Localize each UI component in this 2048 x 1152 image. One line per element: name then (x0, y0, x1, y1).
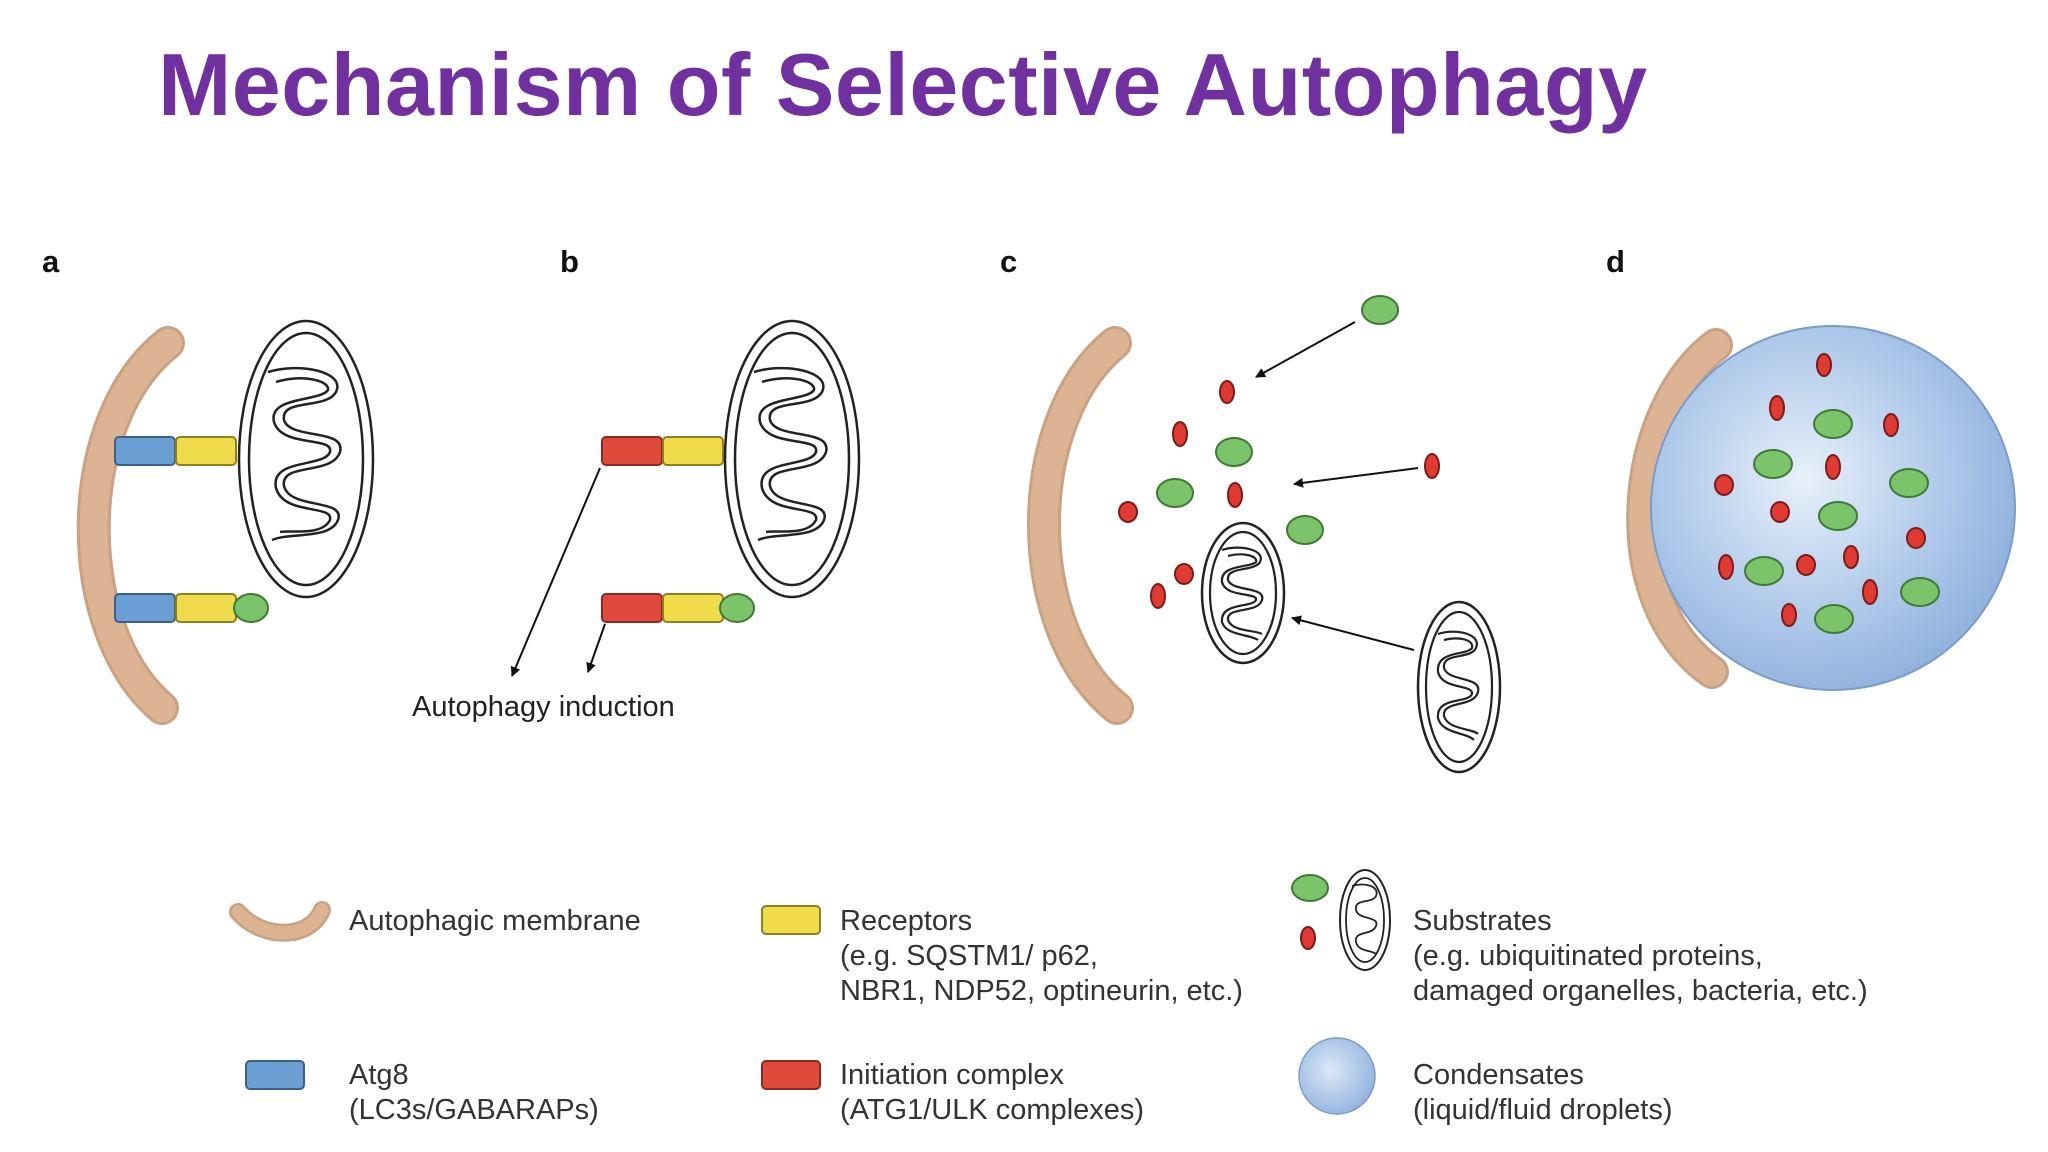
substrate-protein (1361, 295, 1399, 325)
substrate-protein (1889, 468, 1929, 498)
arrow-icon (510, 467, 601, 677)
substrate-protein (1174, 563, 1194, 585)
arrow-icon (586, 623, 606, 673)
substrate-protein (1744, 556, 1784, 586)
substrate-protein (1215, 437, 1253, 467)
substrate-protein (1118, 501, 1138, 523)
atg8-block (114, 593, 176, 623)
legend-substrates-examples: (e.g. ubiquitinated proteins, (1413, 940, 1763, 972)
substrate-protein (1718, 554, 1734, 580)
atg8-block (114, 436, 176, 466)
substrate-protein-icon (1300, 926, 1316, 950)
panel-label-c: c (1000, 244, 1017, 279)
legend-initiation-examples: (ATG1/ULK complexes) (840, 1094, 1144, 1126)
substrate-protein (1818, 501, 1858, 531)
initiation-complex-icon (761, 1060, 821, 1090)
substrate-protein (1816, 353, 1832, 377)
substrate-protein (1900, 577, 1940, 607)
substrate-protein (1150, 583, 1166, 609)
substrate-protein (719, 593, 755, 623)
legend-condensates-label: Condensates (1413, 1059, 1584, 1091)
substrate-protein (1172, 421, 1188, 447)
substrate-protein (1424, 453, 1440, 479)
receptor-block (175, 436, 237, 466)
substrate-protein (1883, 413, 1899, 437)
arrow-icon (1255, 321, 1356, 378)
legend-receptors-examples-cont: NBR1, NDP52, optineurin, etc.) (840, 975, 1243, 1007)
panel-label-b: b (560, 244, 579, 279)
substrate-protein (1781, 603, 1797, 627)
legend: Autophagic membrane Receptors (e.g. SQST… (229, 869, 1868, 1126)
substrate-protein (1770, 501, 1790, 523)
substrate-protein (233, 593, 269, 623)
receptor-block (662, 593, 724, 623)
legend-condensates-examples: (liquid/fluid droplets) (1413, 1094, 1673, 1126)
initiation-complex-block (601, 593, 663, 623)
substrate-protein (1286, 515, 1324, 545)
autophagy-induction-caption: Autophagy induction (412, 691, 675, 723)
legend-receptors-examples: (e.g. SQSTM1/ p62, (840, 940, 1098, 972)
legend-atg8-examples: (LC3s/GABARAPs) (349, 1094, 599, 1126)
substrate-protein (1813, 409, 1853, 439)
substrate-protein (1814, 604, 1854, 634)
panel-b: Autophagy induction (412, 319, 861, 723)
legend-atg8-label: Atg8 (349, 1059, 409, 1091)
panel-d (1626, 325, 2016, 691)
substrate-protein (1714, 474, 1734, 496)
receptor-icon (761, 905, 821, 935)
substrate-protein (1769, 395, 1785, 421)
legend-initiation-label: Initiation complex (840, 1059, 1065, 1091)
arrow-icon (1291, 615, 1415, 651)
receptor-block (662, 436, 724, 466)
substrate-protein (1843, 545, 1859, 569)
page-title: Mechanism of Selective Autophagy (158, 35, 1648, 134)
arrow-icon (1293, 467, 1419, 488)
legend-receptors-label: Receptors (840, 905, 972, 937)
panel-c (1027, 295, 1502, 774)
legend-substrates-label: Substrates (1413, 905, 1552, 937)
substrate-protein-icon (1291, 874, 1329, 902)
mitochondrion-icon (1339, 869, 1391, 971)
receptor-block (175, 593, 237, 623)
substrate-protein (1227, 482, 1243, 508)
substrate-protein (1219, 380, 1235, 404)
substrate-protein (1906, 527, 1926, 549)
initiation-complex-block (601, 436, 663, 466)
mitochondrion-icon (723, 319, 861, 599)
panel-a (76, 319, 375, 725)
panel-label-a: a (42, 244, 60, 279)
substrate-protein (1796, 554, 1816, 576)
mitochondrion-icon (1200, 521, 1286, 665)
atg8-icon (245, 1060, 305, 1090)
mitochondrion-icon (1416, 600, 1502, 774)
legend-substrates-examples-cont: damaged organelles, bacteria, etc.) (1413, 975, 1868, 1007)
substrate-protein (1825, 454, 1841, 480)
mitochondrion-icon (237, 319, 375, 599)
panel-label-d: d (1606, 244, 1625, 279)
substrate-protein (1156, 478, 1194, 508)
condensate-icon (1298, 1037, 1376, 1115)
substrate-protein (1862, 579, 1878, 605)
substrate-protein (1753, 449, 1793, 479)
legend-membrane-label: Autophagic membrane (349, 905, 641, 937)
